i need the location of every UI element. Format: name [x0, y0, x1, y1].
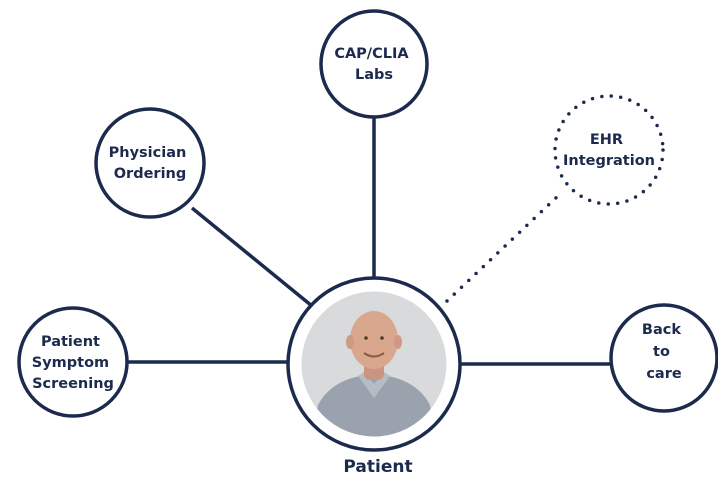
node-physician-line-1: Physician: [109, 145, 187, 161]
svg-text:CAP/CLIA Labs: CAP/CLIA Labs: [334, 46, 413, 83]
photo-ear-left: [346, 335, 354, 349]
photo-eye-right: [380, 336, 384, 340]
svg-text:Patient Symptom Sc: Patient Symptom Screening: [32, 334, 114, 392]
center-node: Patient: [286, 276, 462, 477]
connector-physician: [190, 206, 314, 308]
node-ehr-line-1: EHR: [590, 132, 623, 148]
node-care-circle: [609, 303, 718, 413]
patient-portrait-photo: [301, 291, 447, 437]
node-screening: Patient Symptom Screening: [17, 306, 129, 418]
node-screening-circle: [17, 306, 129, 418]
node-physician-circle: [94, 107, 206, 219]
node-ehr: EHR Integration: [553, 94, 665, 206]
photo-smile: [363, 352, 385, 358]
photo-shirt: [312, 376, 436, 437]
node-care: Back to care: [609, 303, 718, 413]
photo-ear-right: [394, 335, 402, 349]
node-labs-circle: [319, 9, 429, 119]
connector-ehr: [445, 192, 562, 303]
svg-text:EHR Integration: EHR Integration: [563, 132, 655, 169]
node-physician: Physician Ordering: [94, 107, 206, 219]
photo-collar: [358, 372, 390, 398]
node-care-line-1: Back: [642, 322, 681, 338]
node-physician-line-2: Ordering: [114, 166, 187, 182]
svg-text:Back to care: Back to care: [642, 322, 686, 382]
center-caption: Patient: [343, 457, 412, 477]
svg-text:Physician Ordering: Physician Ordering: [109, 145, 192, 182]
node-ehr-circle: [553, 94, 665, 206]
node-ehr-line-2: Integration: [563, 153, 655, 169]
photo-head: [350, 311, 398, 369]
node-labs-line-2: Labs: [355, 67, 393, 83]
connectors: [128, 110, 612, 366]
node-care-line-3: care: [646, 366, 682, 382]
node-screening-line-3: Screening: [32, 376, 114, 392]
node-care-line-2: to: [653, 344, 670, 360]
node-labs: CAP/CLIA Labs: [319, 9, 429, 119]
node-screening-line-1: Patient: [41, 334, 100, 350]
node-labs-line-1: CAP/CLIA: [334, 46, 409, 62]
center-photo-ring: [300, 290, 448, 438]
node-screening-line-2: Symptom: [32, 355, 109, 371]
photo-eye-left: [364, 336, 368, 340]
